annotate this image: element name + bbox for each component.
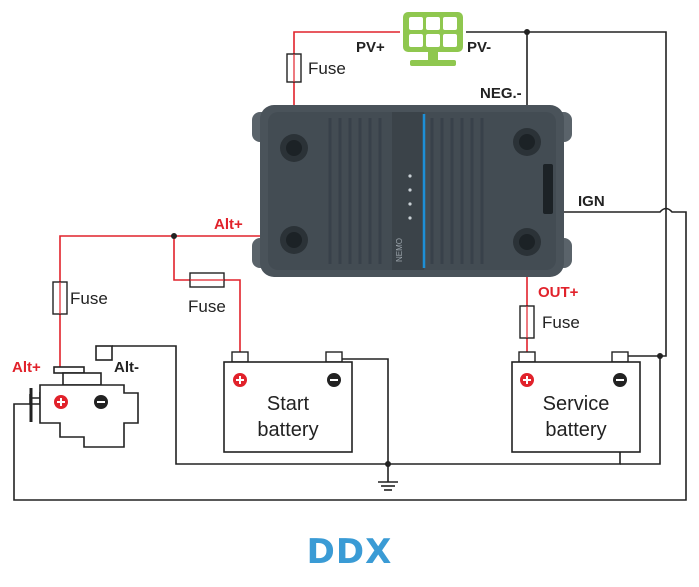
junction-dot (524, 29, 530, 35)
plus-icon (54, 395, 68, 409)
device-brand-label: NEMO (395, 238, 404, 262)
fuse-pv (286, 53, 302, 83)
fuse-out-label: Fuse (542, 313, 580, 332)
fuse-alt-label: Fuse (70, 289, 108, 308)
terminal-pv-plus (280, 134, 308, 162)
wire-alt-positive (59, 235, 294, 367)
fuse-start (189, 272, 225, 288)
ign-connector (543, 164, 553, 214)
terminal-neg (513, 128, 541, 156)
service-battery-label-2: battery (545, 419, 606, 441)
service-battery-label-1: Service (543, 393, 610, 415)
plus-icon (233, 373, 247, 387)
ign-label: IGN (578, 193, 605, 210)
negative-wires (13, 31, 687, 501)
service-battery: Service battery (511, 351, 641, 453)
alt-plus-engine-label: Alt+ (12, 359, 41, 376)
start-battery-label-2: battery (257, 419, 318, 441)
alt-minus-engine-label: Alt- (114, 359, 139, 376)
out-plus-label: OUT+ (538, 284, 579, 301)
junction-dot (171, 233, 177, 239)
wire-service-negative (388, 452, 621, 465)
fuse-start-label: Fuse (188, 297, 226, 316)
wire-start-positive (173, 236, 241, 352)
terminal-alt-plus (280, 226, 308, 254)
alt-plus-device-label: Alt+ (214, 216, 243, 233)
fuse-alt (52, 281, 68, 315)
pv-minus-label: PV- (467, 39, 491, 56)
terminal-out-plus (513, 228, 541, 256)
plus-icon (520, 373, 534, 387)
wire-pv-positive (293, 31, 400, 140)
wire-start-negative (336, 358, 389, 478)
fuse-out (519, 305, 535, 339)
ddx-device: NEMO (252, 105, 572, 277)
wire-alt-negative (112, 345, 388, 465)
start-battery: Start battery (223, 351, 353, 453)
start-battery-label-1: Start (267, 393, 310, 415)
ground-icon (378, 478, 398, 491)
minus-icon (327, 373, 341, 387)
product-caption: DDX (306, 532, 393, 572)
minus-icon (94, 395, 108, 409)
junction-dot (657, 353, 663, 359)
wire-ign (13, 207, 687, 501)
wire-pv-negative (466, 31, 667, 357)
fuse-pv-label: Fuse (308, 59, 346, 78)
junction-dot (385, 461, 391, 467)
neg-label: NEG.- (480, 85, 522, 102)
minus-icon (613, 373, 627, 387)
pv-plus-label: PV+ (356, 39, 385, 56)
wire-service-neg-link (620, 356, 661, 465)
solar-panel-icon (403, 12, 463, 66)
